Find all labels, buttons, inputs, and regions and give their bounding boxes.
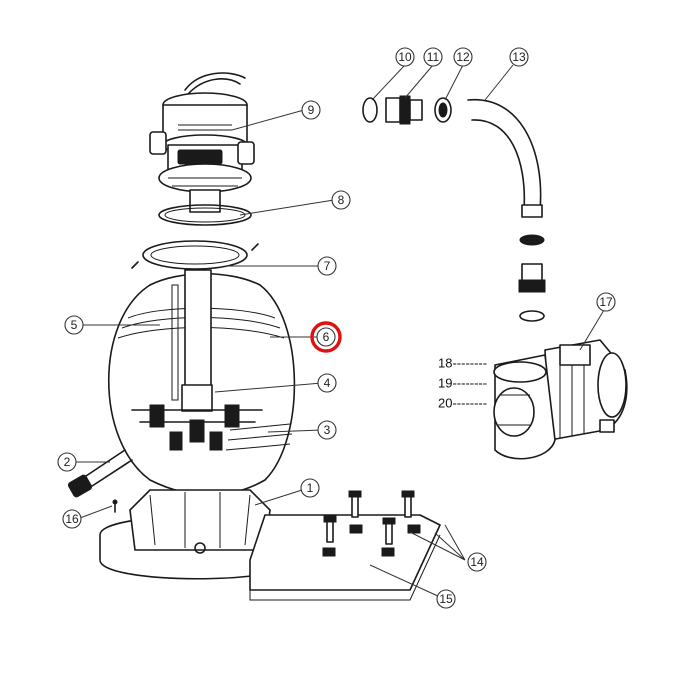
callout-17: 17: [596, 292, 616, 312]
svg-text:13: 13: [512, 50, 526, 64]
svg-text:14: 14: [470, 555, 484, 569]
svg-text:1: 1: [307, 481, 314, 495]
svg-text:16: 16: [65, 512, 79, 526]
callout-3: 3: [317, 420, 337, 440]
callout-4: 4: [317, 373, 337, 393]
callout-9: 9: [301, 100, 321, 120]
label-19: 19--------: [438, 376, 487, 391]
svg-text:10: 10: [398, 50, 412, 64]
callout-5: 5: [64, 315, 84, 335]
drain-assembly-drawing: [67, 449, 133, 498]
svg-text:17: 17: [599, 295, 613, 309]
sand-tank-drawing: [107, 269, 296, 496]
callout-13: 13: [509, 47, 529, 67]
svg-text:4: 4: [324, 376, 331, 390]
valve-o-ring-drawing: [158, 204, 252, 226]
label-18: 18--------: [438, 356, 487, 371]
platform-drawing: [249, 490, 441, 601]
screw-drawing: [112, 499, 118, 513]
callout-15: 15: [436, 589, 456, 609]
callout-1: 1: [300, 478, 320, 498]
svg-text:7: 7: [324, 259, 331, 273]
svg-text:2: 2: [64, 455, 71, 469]
callout-2: 2: [57, 452, 77, 472]
svg-text:3: 3: [324, 423, 331, 437]
callout-12: 12: [453, 47, 473, 67]
highlight-ring: [310, 321, 342, 353]
svg-text:9: 9: [308, 103, 315, 117]
callout-8: 8: [331, 190, 351, 210]
svg-text:15: 15: [439, 592, 453, 606]
svg-text:6: 6: [323, 330, 330, 344]
callout-10: 10: [395, 47, 415, 67]
svg-text:12: 12: [456, 50, 470, 64]
svg-text:11: 11: [427, 50, 440, 64]
callout-7: 7: [317, 256, 337, 276]
svg-text:8: 8: [338, 193, 345, 207]
hose-fittings-drawing: [362, 95, 546, 322]
callout-6-highlighted: 6: [310, 321, 342, 353]
tank-clamp-drawing: [131, 240, 259, 270]
label-20: 20--------: [438, 396, 487, 411]
tank-base-drawing: [99, 489, 296, 580]
pump-drawing: [493, 339, 628, 460]
multiport-valve-drawing: [149, 72, 255, 213]
callout-11: 11: [423, 47, 443, 67]
svg-text:5: 5: [71, 318, 78, 332]
callout-14: 14: [467, 552, 487, 572]
callout-16: 16: [62, 509, 82, 529]
